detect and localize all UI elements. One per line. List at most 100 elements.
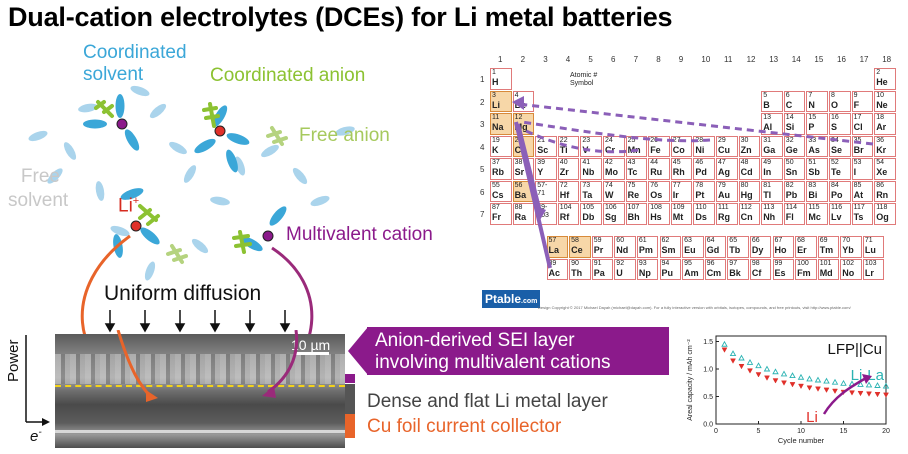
group-number: 7	[633, 55, 639, 64]
free-solvent-label: Free solvent	[8, 166, 69, 211]
group-number: 16	[837, 55, 846, 64]
data-point	[764, 375, 770, 381]
data-point	[831, 378, 839, 385]
chart-title: LFP||Cu	[828, 341, 882, 358]
electron-label: e-	[30, 427, 42, 445]
data-point	[840, 379, 847, 386]
data-point	[721, 340, 728, 347]
data-point	[746, 358, 754, 365]
ptable-logo: Ptable.com	[482, 290, 541, 308]
group-number: 18	[882, 55, 892, 64]
li-layer-label: Dense and flat Li metal layer	[367, 391, 608, 412]
pt-arrows	[512, 96, 874, 269]
x-tick-label: 5	[757, 428, 761, 435]
free-anions	[166, 126, 288, 264]
series-label-li: Li	[806, 409, 818, 426]
scale-bar	[295, 352, 329, 355]
period-number: 2	[480, 97, 485, 107]
x-tick-label: 15	[840, 428, 848, 435]
data-point	[882, 382, 890, 389]
electrolyte-diagram	[28, 85, 355, 336]
li-path-arrow	[80, 234, 131, 336]
li-color-marker	[345, 384, 355, 414]
free-solvent-molecules	[28, 85, 355, 281]
data-point	[789, 372, 796, 379]
sei-layer-label: Anion-derived SEI layer involving multiv…	[367, 327, 669, 375]
sei-callout-arrow	[348, 327, 368, 375]
period-number: 3	[480, 120, 485, 129]
free-anion-label: Free anion	[299, 125, 390, 146]
data-point	[772, 368, 779, 375]
cation-path-arrow	[271, 246, 314, 336]
data-point	[772, 378, 779, 384]
data-point	[857, 380, 864, 387]
y-tick-label: 1.0	[703, 367, 713, 374]
data-point	[857, 390, 864, 397]
x-axis-label: Cycle number	[778, 436, 825, 445]
group-number: 11	[724, 55, 733, 64]
data-point	[832, 388, 838, 395]
data-point	[806, 375, 813, 382]
data-point	[721, 347, 728, 353]
cu-foil-line	[55, 430, 345, 433]
period-number: 5	[480, 165, 485, 174]
y-tick-label: 0.5	[703, 394, 713, 401]
x-tick-label: 20	[882, 428, 890, 435]
group-number: 17	[859, 55, 869, 64]
li-ion-label: Li+	[118, 195, 140, 217]
group-number: 14	[791, 55, 801, 64]
power-axis-label: Power	[5, 339, 22, 382]
sei-texture	[55, 354, 345, 384]
data-point	[806, 385, 813, 391]
data-point	[755, 372, 762, 378]
